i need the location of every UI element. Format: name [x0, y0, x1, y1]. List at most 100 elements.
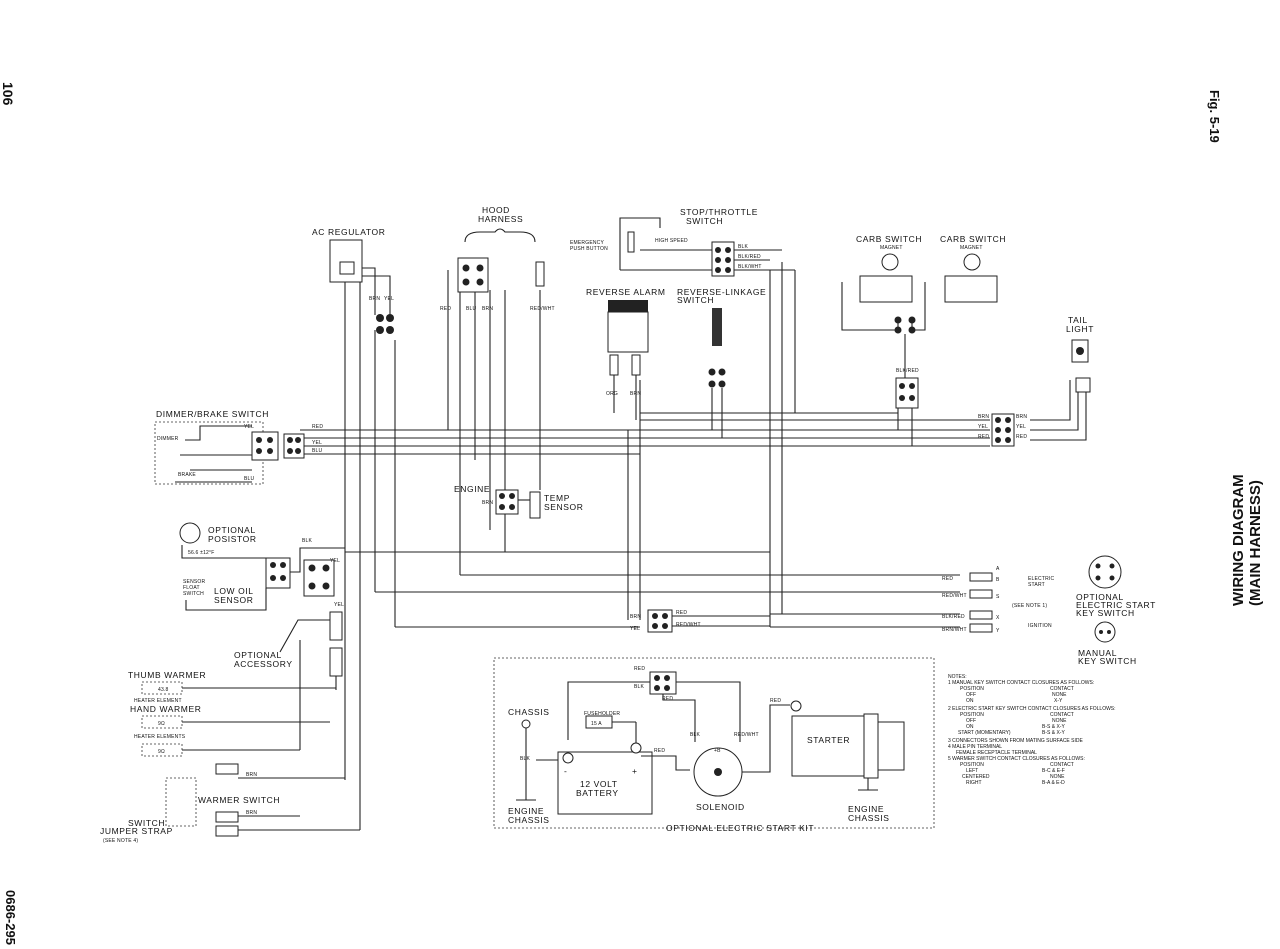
wire-blk-stop: BLK — [738, 244, 749, 250]
note-1-row1-contact: NONE — [1052, 692, 1067, 698]
fuseholder-label: FUSEHOLDER — [584, 711, 620, 717]
wire-yel-1: YEL — [384, 296, 394, 302]
thumb-warmer-label: THUMB WARMER — [128, 670, 206, 680]
jumper-label-1: SWITCH — [128, 818, 165, 828]
wire-red-wht-key: RED/WHT — [942, 593, 967, 599]
wire-red-tail-r: RED — [1016, 434, 1027, 440]
wire-red-battery: RED — [654, 748, 665, 754]
note-1-row2-pos: ON — [966, 698, 974, 704]
jumper-label-2: JUMPER STRAP — [100, 826, 173, 836]
main-harness-wires — [300, 262, 990, 790]
note-2-row3-contact: B-S & X-Y — [1042, 730, 1065, 736]
sensor-float-label-2: FLOAT — [183, 585, 200, 591]
key-terminal-b: B — [996, 577, 1000, 583]
wire-red-center: RED — [676, 610, 687, 616]
high-speed-label: HIGH SPEED — [655, 238, 688, 244]
note-5-head-pos: POSITION — [960, 762, 984, 768]
sensor-float-label-3: SWITCH — [183, 591, 204, 597]
chassis-label: CHASSIS — [508, 707, 550, 717]
wire-yel-tail-r: YEL — [1016, 424, 1026, 430]
stop-throttle-switch: STOP/THROTTLE SWITCH EMERGENCY PUSH BUTT… — [570, 207, 795, 277]
note-5-row2-pos: CENTERED — [962, 774, 990, 780]
note-2-head-contact: CONTACT — [1050, 712, 1074, 718]
wire-blu-hood: BLU — [466, 306, 477, 312]
see-note-4: (SEE NOTE 4) — [103, 838, 138, 844]
thumb-ohms: 43.8 — [158, 687, 169, 693]
hand-warmer-label: HAND WARMER — [130, 704, 201, 714]
carb-switch-2-label: CARB SWITCH — [940, 234, 1006, 244]
note-5-row3-contact: B-A & E-D — [1042, 780, 1065, 786]
hood-harness-label-2: HARNESS — [478, 214, 523, 224]
note-4a: 4 MALE PIN TERMINAL — [948, 744, 1002, 750]
accessory-label-2: ACCESSORY — [234, 659, 293, 669]
wire-red-wht-hood: RED/WHT — [530, 306, 555, 312]
hood-harness: HOOD HARNESS RED BLU BRN RED/WHT — [440, 205, 555, 312]
battery-minus: - — [564, 766, 567, 776]
key-terminal-a: A — [996, 566, 1000, 572]
optional-accessory: OPTIONAL ACCESSORY — [234, 611, 343, 690]
reverse-linkage-switch: REVERSE-LINKAGE SWITCH — [677, 287, 766, 438]
tail-light: TAIL LIGHT BRN YEL RED BRN YEL RED — [978, 315, 1093, 447]
note-2-row2-contact: B-S & X-Y — [1042, 724, 1065, 730]
wire-blk-solenoid: BLK — [690, 732, 701, 738]
starter-label: STARTER — [807, 735, 850, 745]
battery-label-1: 12 VOLT — [580, 779, 618, 789]
wire-brn-tail-l: BRN — [978, 414, 989, 420]
solenoid-terminal: +B — [714, 748, 721, 754]
optional-key-label-1: OPTIONAL — [1076, 592, 1124, 602]
note-2-head-pos: POSITION — [960, 712, 984, 718]
note-5-row1-pos: LEFT — [966, 768, 978, 774]
wire-red-kit: RED — [634, 666, 645, 672]
engine-label: ENGINE — [454, 484, 490, 494]
note-1: 1 MANUAL KEY SWITCH CONTACT CLOSURES AS … — [948, 680, 1094, 686]
optional-key-label-3: KEY SWITCH — [1076, 608, 1135, 618]
solenoid-label: SOLENOID — [696, 802, 745, 812]
note-1-row1-pos: OFF — [966, 692, 976, 698]
ignition-label: IGNITION — [1028, 623, 1052, 629]
engine-chassis-1-label-2: CHASSIS — [508, 815, 550, 825]
low-oil-sensor: SENSOR FLOAT SWITCH LOW OIL SENSOR BLK Y… — [183, 538, 345, 611]
temp-sensor-label-2: SENSOR — [544, 502, 584, 512]
wire-brn-warmer-2: BRN — [246, 810, 257, 816]
note-3: 3 CONNECTORS SHOWN FROM MATING SURFACE S… — [948, 738, 1083, 744]
electric-start-kit: OPTIONAL ELECTRIC START KIT RED BLK RED … — [493, 657, 935, 833]
wire-blu-trunk: BLU — [312, 448, 323, 454]
sensor-float-label-1: SENSOR — [183, 579, 206, 585]
wire-blk-red-stop: BLK/RED — [738, 254, 761, 260]
tail-light-label-1: TAIL — [1068, 315, 1088, 325]
center-connector: BRN YEL RED RED/WHT — [630, 609, 770, 633]
low-oil-label-2: SENSOR — [214, 595, 254, 605]
reverse-linkage-label-1: REVERSE-LINKAGE — [677, 287, 766, 297]
emergency-label-2: PUSH BUTTON — [570, 246, 608, 252]
heater-elements-label: HEATER ELEMENTS — [134, 734, 186, 740]
wire-blk-red-carb: BLK/RED — [896, 368, 919, 374]
wire-blk-chassis: BLK — [520, 756, 531, 762]
temp-sensor-label-1: TEMP — [544, 493, 570, 503]
wire-red-wht-center: RED/WHT — [676, 622, 701, 628]
brake-label: BRAKE — [178, 472, 196, 478]
wire-yel-trunk: YEL — [312, 440, 322, 446]
stop-throttle-label-2: SWITCH — [686, 216, 723, 226]
fuse-value: 15 A — [591, 721, 602, 727]
ac-regulator-label: AC REGULATOR — [312, 227, 385, 237]
engine-temp-sensor: ENGINE TEMP SENSOR BRN — [454, 484, 584, 552]
magnet-2-label: MAGNET — [960, 245, 983, 251]
accessory-label-1: OPTIONAL — [234, 650, 282, 660]
wire-red-kit-2: RED — [662, 696, 673, 702]
note-5-row3-pos: RIGHT — [966, 780, 982, 786]
wire-yel-center: YEL — [630, 626, 640, 632]
hand-ohms-2: 9Ω — [158, 749, 165, 755]
wire-brn-hood: BRN — [482, 306, 493, 312]
battery-label-2: BATTERY — [576, 788, 619, 798]
electric-start-label-2: START — [1028, 582, 1045, 588]
wire-brn-1: BRN — [369, 296, 380, 302]
note-5-head-contact: CONTACT — [1050, 762, 1074, 768]
dimmer-brake-label: DIMMER/BRAKE SWITCH — [156, 409, 269, 419]
optional-posistor: OPTIONAL POSISTOR 56.6 ±12°F — [179, 522, 291, 589]
posistor-label-1: OPTIONAL — [208, 525, 256, 535]
wire-org-alarm: ORG — [606, 391, 618, 397]
wire-blu-dimmer: BLU — [244, 476, 255, 482]
stop-throttle-label-1: STOP/THROTTLE — [680, 207, 758, 217]
dimmer-brake-switch: DIMMER/BRAKE SWITCH DIMMER BRAKE YEL BLU… — [154, 409, 323, 485]
battery-plus: + — [632, 766, 638, 776]
